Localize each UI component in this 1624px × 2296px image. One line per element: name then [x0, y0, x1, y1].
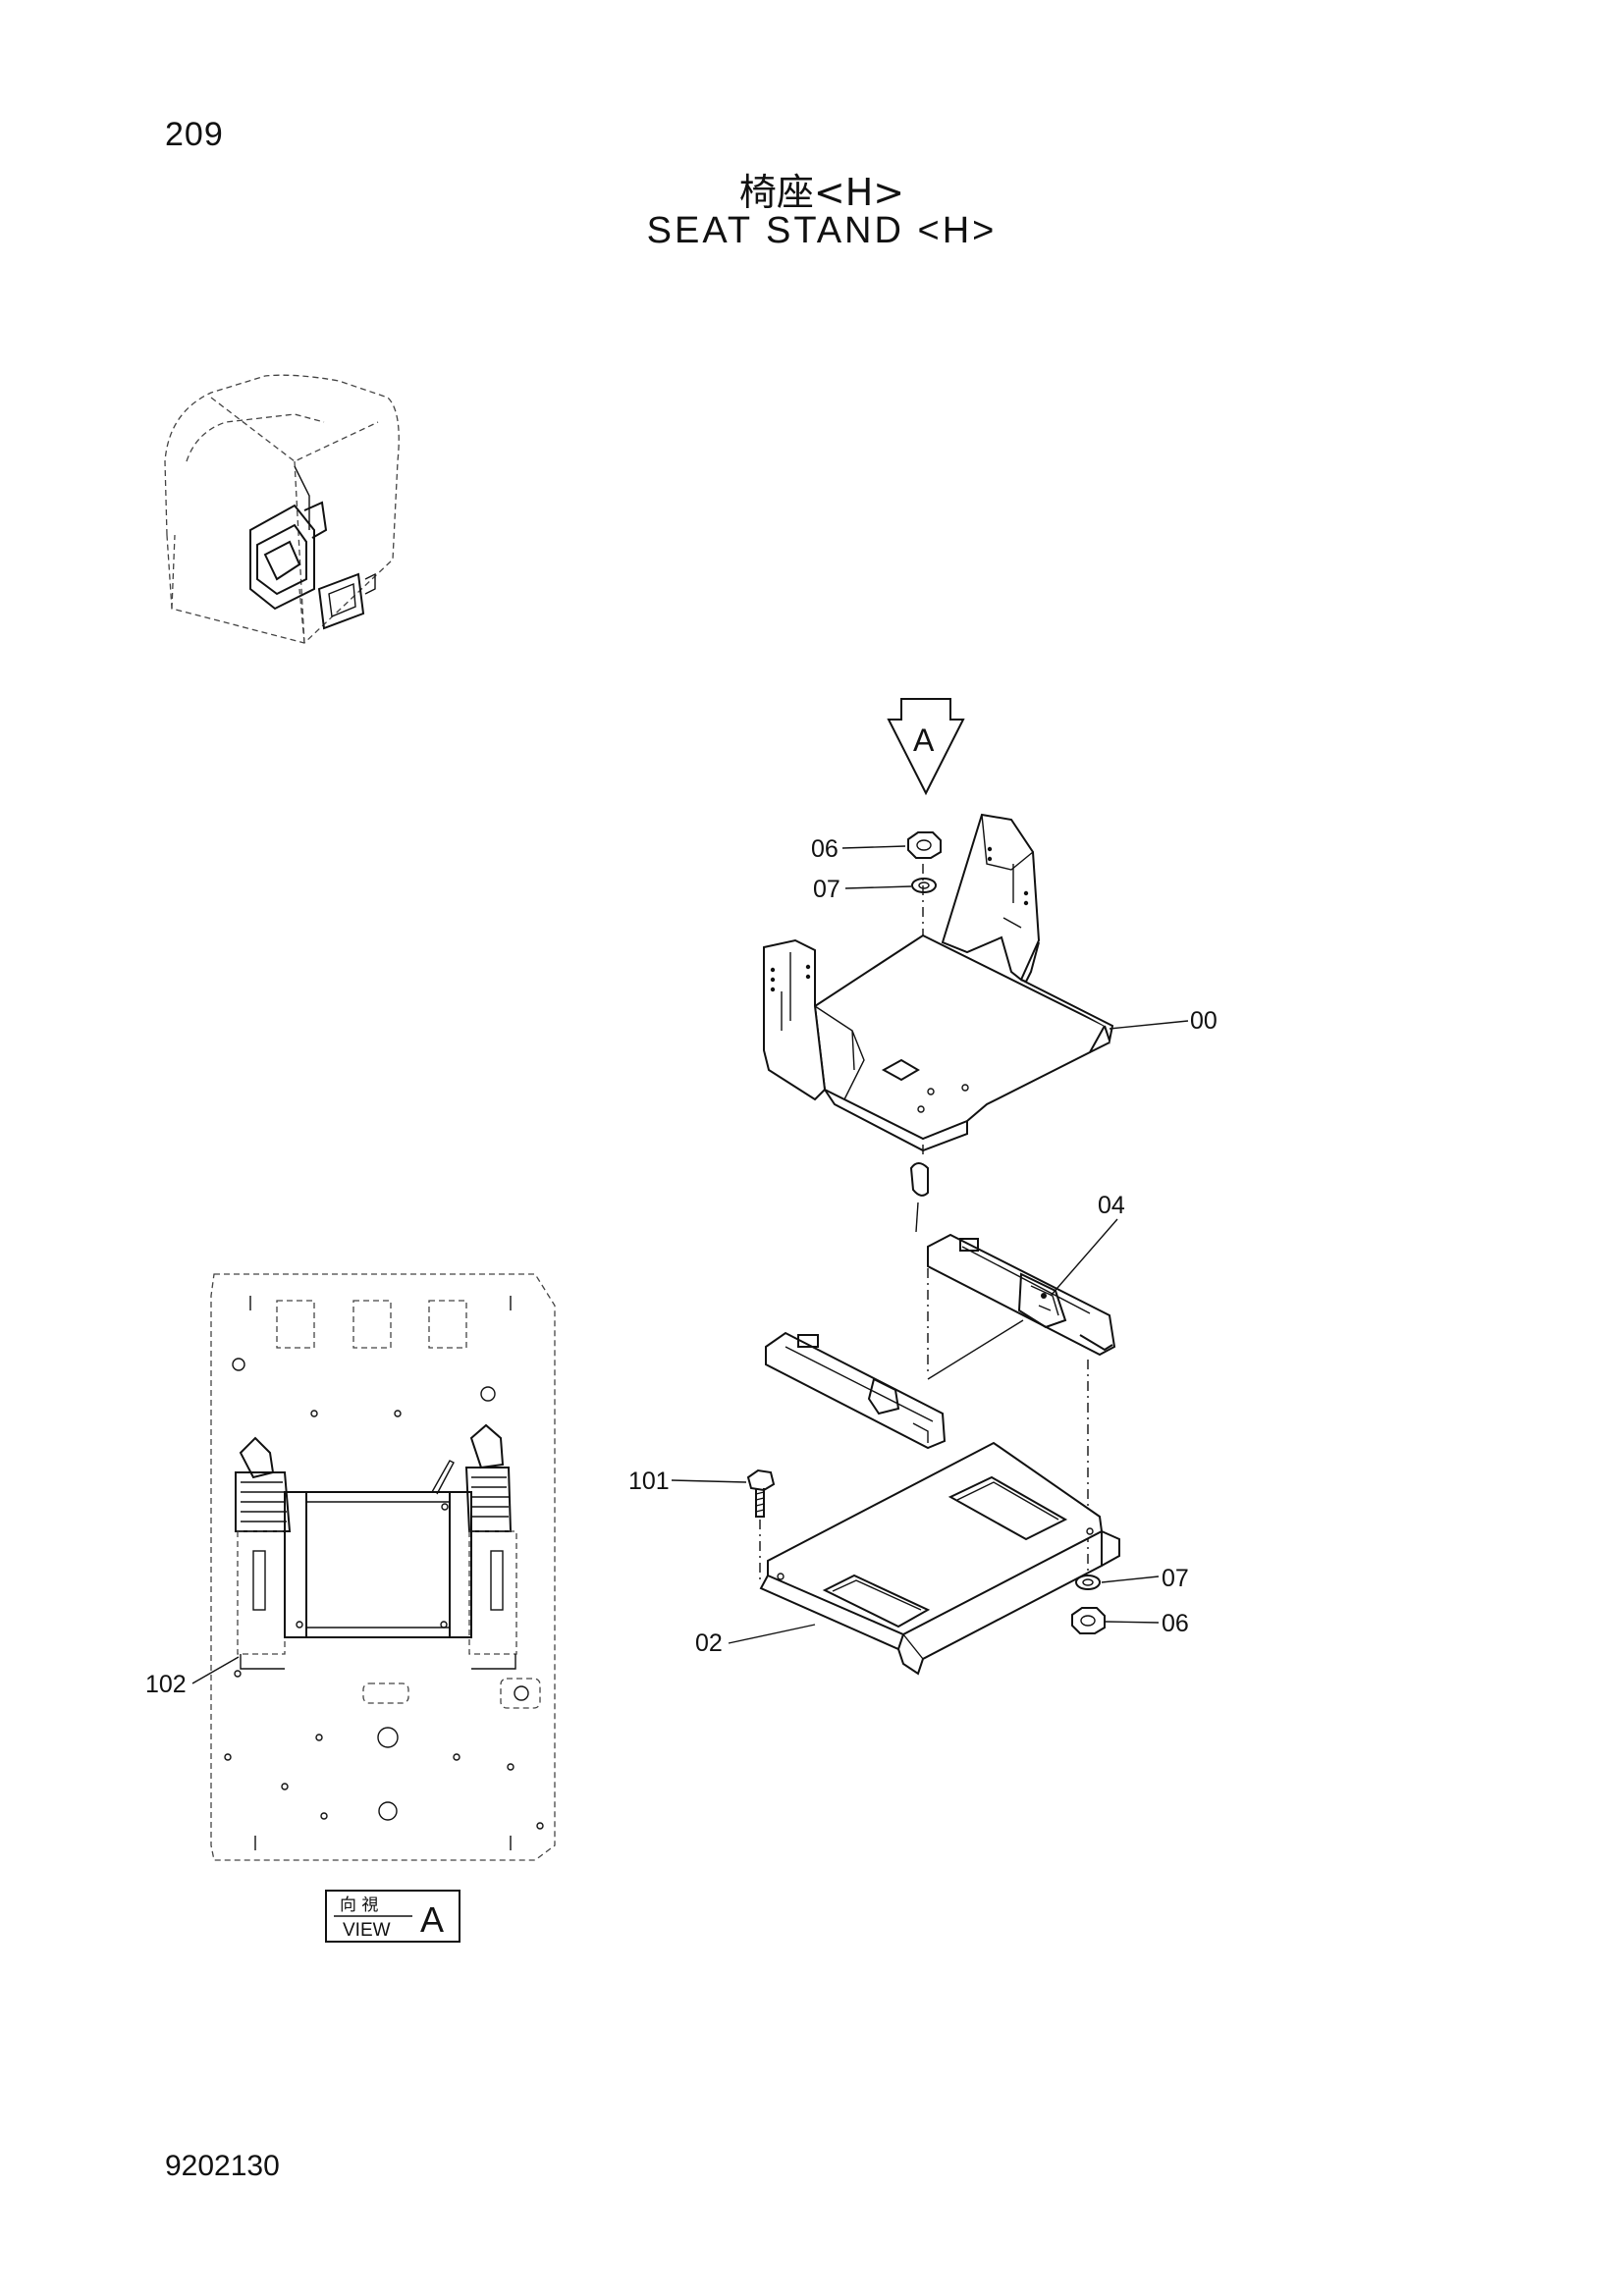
callout-101: 101 [628, 1468, 747, 1495]
callout-07-top: 07 [813, 876, 912, 903]
view-a-floor-plan [210, 1273, 556, 1861]
view-label-letter: A [420, 1899, 444, 1940]
base-plate-02 [759, 1441, 1120, 1676]
callout-00: 00 [1109, 1007, 1218, 1035]
view-arrow-letter: A [913, 722, 935, 758]
callout-02-label: 02 [695, 1629, 723, 1657]
slide-rail-04 [765, 1162, 1116, 1450]
callout-04-label: 04 [1098, 1192, 1125, 1219]
bolt-101 [746, 1468, 776, 1580]
callout-06-bottom: 06 [1105, 1610, 1189, 1637]
washer-07-top [911, 878, 937, 893]
callout-101-label: 101 [628, 1468, 670, 1495]
callout-102-label: 102 [145, 1671, 187, 1698]
page-number: 209 [165, 116, 224, 153]
callout-07-bottom: 07 [1101, 1565, 1189, 1592]
title-english: SEAT STAND <H> [646, 210, 998, 251]
seat-stand-00 [763, 813, 1114, 1152]
callout-06-bottom-label: 06 [1162, 1610, 1189, 1637]
title-japanese: 椅座<H> [738, 171, 905, 214]
callout-06-top-label: 06 [811, 835, 839, 863]
document-number: 9202130 [165, 2150, 280, 2182]
callout-04: 04 [1050, 1192, 1125, 1297]
nut-06-top [907, 831, 942, 859]
view-a-label-box: 向 視 VIEW A [325, 1890, 460, 1943]
view-label-english: VIEW [343, 1920, 391, 1941]
nut-06-bottom [1071, 1607, 1106, 1634]
callout-102: 102 [145, 1656, 240, 1698]
callout-07-top-label: 07 [813, 876, 840, 903]
view-label-japanese: 向 視 [340, 1896, 378, 1915]
washer-07-bottom [1075, 1575, 1101, 1590]
callout-02: 02 [695, 1624, 816, 1657]
callout-06-top: 06 [811, 835, 906, 863]
callout-00-label: 00 [1190, 1007, 1218, 1035]
callout-07-bottom-label: 07 [1162, 1565, 1189, 1592]
cab-locator-illustration [164, 374, 400, 644]
view-direction-arrow: A [887, 698, 965, 796]
